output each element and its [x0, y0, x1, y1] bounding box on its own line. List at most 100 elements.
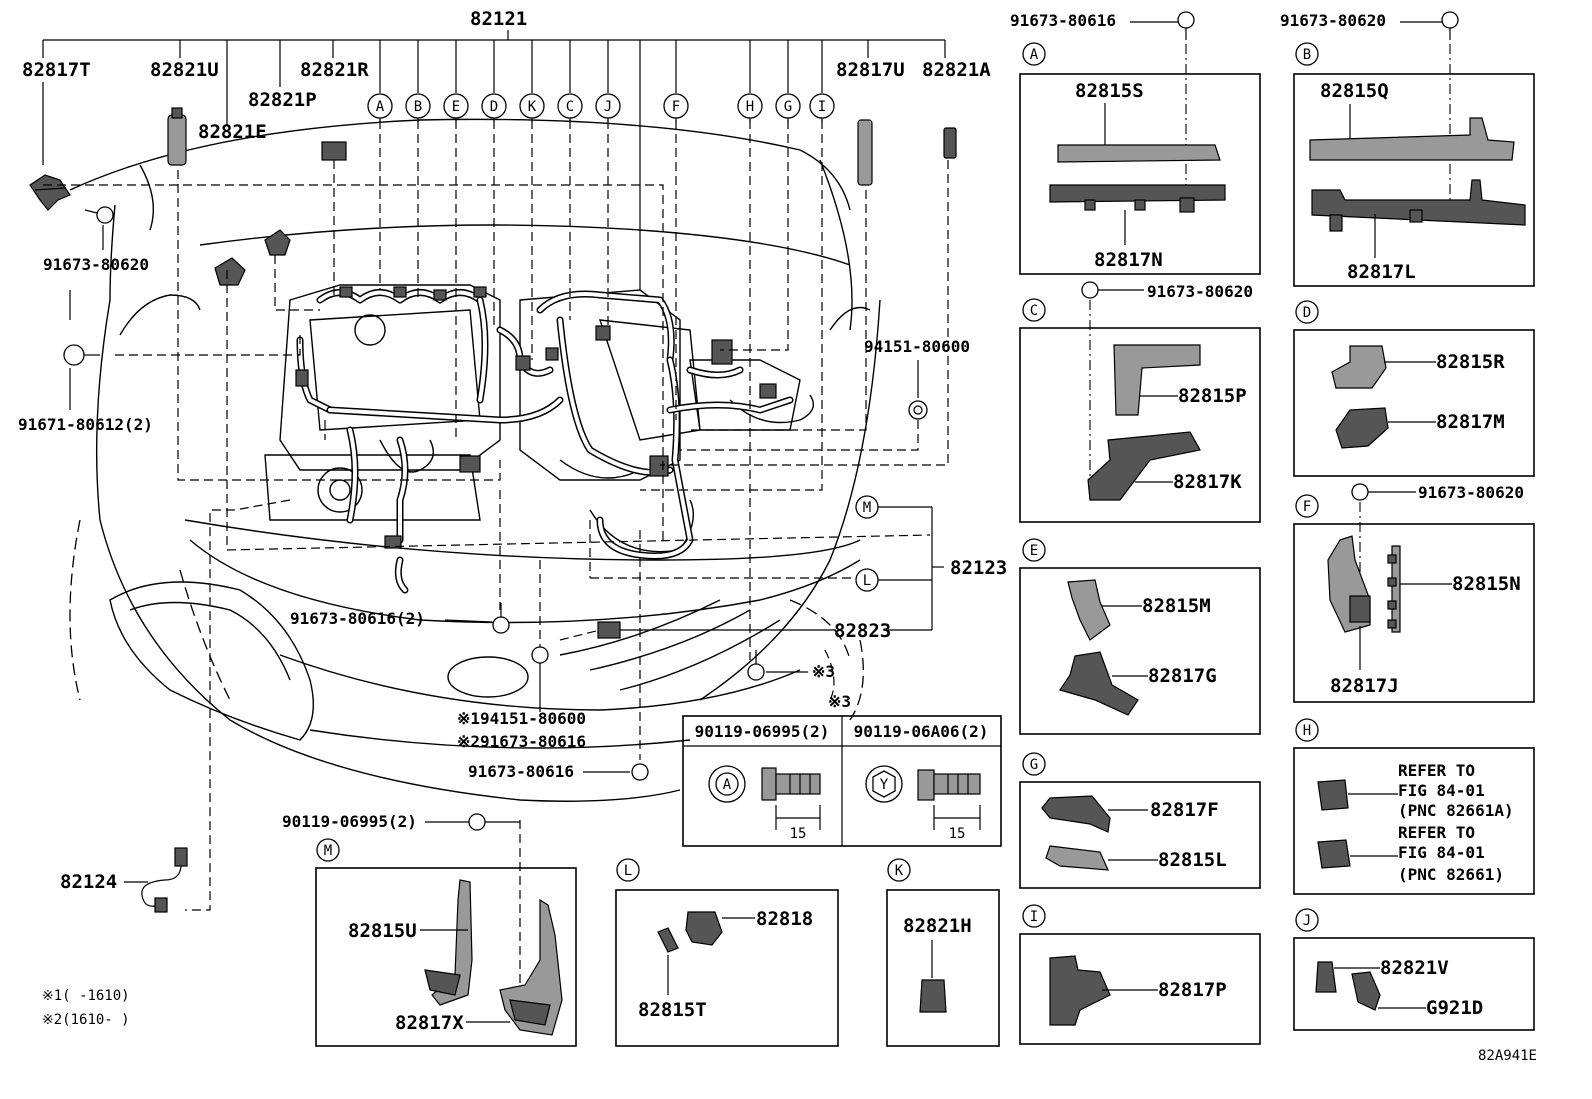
fastener-table: 90119-06995(2) 90119-06A06(2) A 15 Y 15: [682, 715, 1002, 847]
figure-code: 82A941E: [1478, 1048, 1537, 1064]
panel-letter: K: [895, 863, 904, 879]
panel-letter: M: [324, 843, 332, 859]
panel-letter: I: [1030, 909, 1038, 925]
harness-letter-J: J: [604, 99, 612, 115]
part-label-82815L: 82815L: [1158, 849, 1227, 871]
clamp-82821E-icon: [214, 257, 246, 286]
part-label-82815R: 82815R: [1436, 351, 1505, 373]
panel-letter: L: [624, 863, 632, 879]
panel-I: I 82817P: [1019, 904, 1261, 1045]
part-label-91673-80620: 91673-80620: [1280, 11, 1386, 30]
part-label-82821A: 82821A: [922, 59, 991, 81]
letter-L: L: [863, 573, 871, 589]
fastener-header-left: 90119-06995(2): [695, 722, 830, 741]
clamp-82821R-icon: [321, 141, 347, 161]
harness-letter-I: I: [818, 99, 826, 115]
part-label-82817K: 82817K: [1173, 471, 1242, 493]
part-label-82121: 82121: [470, 8, 527, 30]
part-label-82123: 82123: [950, 557, 1007, 579]
part-label-82817P: 82817P: [1158, 979, 1227, 1001]
part-label-82817G: 82817G: [1148, 665, 1217, 687]
part-label-82823: 82823: [834, 620, 891, 642]
note-mark-3: ※3: [812, 662, 835, 681]
panel-E: E 82815M 82817G: [1019, 538, 1261, 735]
panel-letter: D: [1303, 305, 1311, 321]
part-label-82818: 82818: [756, 908, 813, 930]
fastener-dim-left: 15: [790, 826, 807, 842]
part-label-82821V: 82821V: [1380, 957, 1449, 979]
part-label-82817N: 82817N: [1094, 249, 1163, 271]
clip-nut-icon: [908, 400, 928, 420]
part-label-note2: ※291673-80616: [457, 732, 586, 751]
part-label-91673-80616: 91673-80616: [1010, 11, 1116, 30]
panel-letter: E: [1030, 543, 1038, 559]
panel-L: L 82818 82815T: [615, 858, 839, 1047]
connector-82823: 82823: [597, 620, 932, 642]
ref-line: FIG 84-01: [1398, 843, 1485, 862]
part-label-82124: 82124: [60, 871, 117, 893]
bolt-icon: [492, 603, 510, 634]
part-label-82815S: 82815S: [1075, 80, 1144, 102]
part-label-G921D: G921D: [1426, 997, 1483, 1019]
harness-letter-C: C: [566, 99, 574, 115]
part-label-82815U: 82815U: [348, 920, 417, 942]
part-label-82821E: 82821E: [198, 121, 267, 143]
leader-lines: [43, 120, 949, 985]
callout-82123: M L 82123: [855, 495, 1007, 630]
panel-F: 91673-80620 F 82815N 82817J: [1293, 483, 1535, 703]
footnote-1: ※1( -1610): [42, 988, 130, 1004]
ref-line: (PNC 82661A): [1398, 801, 1514, 820]
panel-M: M 82815U 82817X: [315, 838, 577, 1047]
panel-K: K 82821H: [886, 858, 1000, 1047]
panel-letter: G: [1030, 757, 1038, 773]
part-label-82815N: 82815N: [1452, 573, 1521, 595]
panel-A: 91673-80616 A 82815S 82817N: [1010, 11, 1261, 275]
panel-letter: F: [1303, 499, 1311, 515]
protector-82817U-icon: [857, 119, 873, 186]
part-label-82817F: 82817F: [1150, 799, 1219, 821]
part-label-91671-80612: 91671-80612(2): [18, 415, 153, 434]
part-label-91673-80616: 91673-80616: [468, 762, 574, 781]
clip-82817T-icon: [29, 174, 71, 211]
part-label-82821P: 82821P: [248, 89, 317, 111]
part-label-note1: ※194151-80600: [457, 709, 586, 728]
engine-bay-illustration: [69, 118, 881, 802]
bolt-icon: [631, 763, 649, 781]
clamp-82821P-icon: [264, 229, 291, 256]
bolt-icon: [747, 650, 765, 681]
part-label-82817L: 82817L: [1347, 261, 1416, 283]
harness-letter-H: H: [746, 99, 754, 115]
part-label-82815Q: 82815Q: [1320, 80, 1389, 102]
part-label-82817M: 82817M: [1436, 411, 1505, 433]
part-label-91673-80620: 91673-80620: [1418, 483, 1524, 502]
part-label-82817U: 82817U: [836, 59, 905, 81]
part-label-82815T: 82815T: [638, 999, 707, 1021]
part-label-82815M: 82815M: [1142, 595, 1211, 617]
harness-callout-82121: 82121: [42, 8, 946, 290]
part-label-91673-80616-2: 91673-80616(2): [290, 609, 425, 628]
panel-letter: C: [1030, 303, 1038, 319]
clamp-82821A-icon: [943, 127, 957, 159]
footnote-2: ※2(1610- ): [42, 1012, 130, 1028]
harness-letter-F: F: [672, 99, 680, 115]
part-label-82821R: 82821R: [300, 59, 369, 81]
panel-H: H REFER TO FIG 84-01 (PNC 82661A) REFER …: [1293, 718, 1535, 895]
harness-letter-A: A: [376, 99, 385, 115]
ref-line: FIG 84-01: [1398, 781, 1485, 800]
bolt-icon: [63, 344, 100, 366]
panel-letter: J: [1303, 913, 1311, 929]
part-label-82815P: 82815P: [1178, 385, 1247, 407]
part-label-82817T: 82817T: [22, 59, 91, 81]
clip-nut-icon: [531, 646, 549, 664]
panel-D: D 82815R 82817M: [1293, 300, 1535, 477]
panel-letter: H: [1303, 723, 1311, 739]
part-label-82821H: 82821H: [903, 915, 972, 937]
part-label-82817X: 82817X: [395, 1012, 464, 1034]
harness-letter-B: B: [414, 99, 422, 115]
ref-line: REFER TO: [1398, 761, 1475, 780]
panel-G: G 82817F 82815L: [1019, 752, 1261, 889]
harness-letter-G: G: [784, 99, 792, 115]
fastener-dim-right: 15: [949, 826, 966, 842]
